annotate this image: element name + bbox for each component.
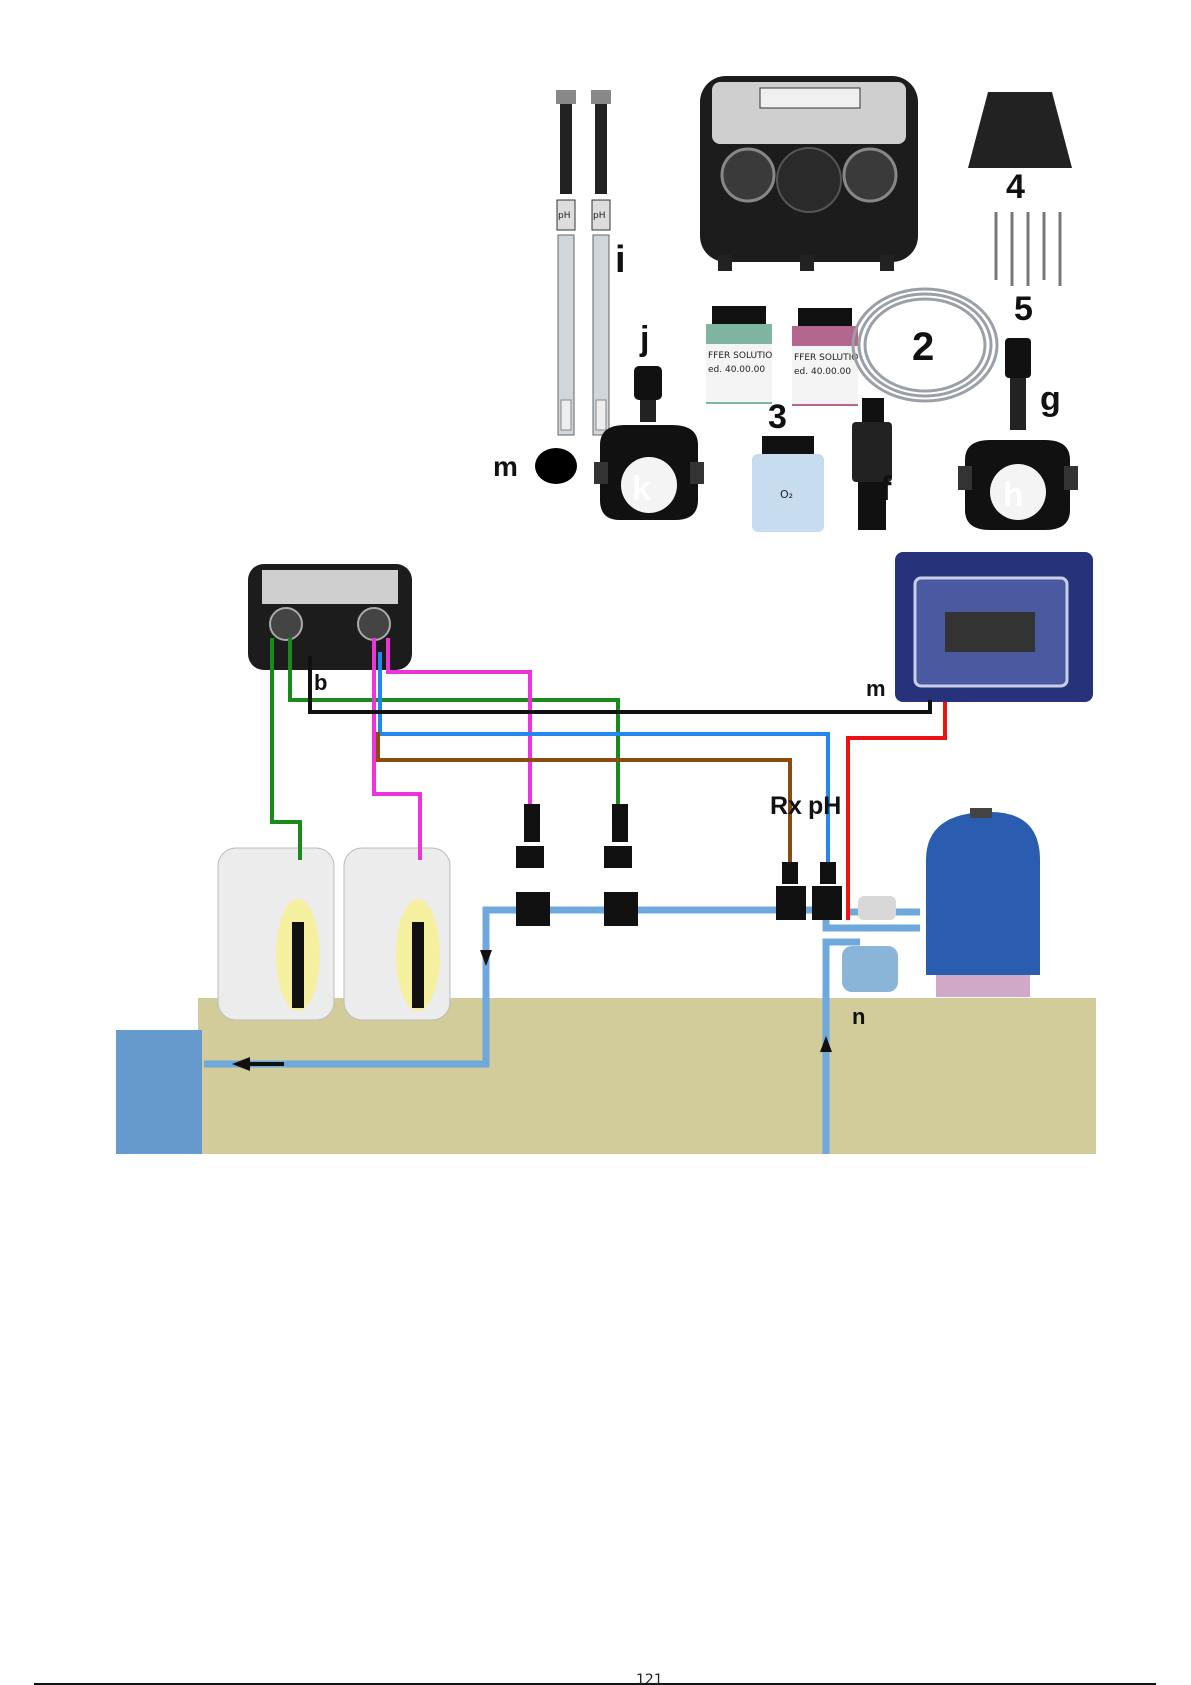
label-g: g [1040,380,1061,418]
probe-holder-rx [776,862,806,920]
label-b: b [314,670,327,695]
label-2: 2 [912,325,934,369]
installation-scheme: b m Rx pH n [116,552,1096,1154]
chemical-tank-left [218,848,334,1020]
electrode-ph: pH [556,90,576,435]
label-ph: pH [808,792,841,820]
kit-components: pH pH i m j k [493,76,1078,532]
svg-text:pH: pH [558,211,570,221]
electrical-panel [895,552,1093,702]
screws-and-plugs [996,212,1060,286]
buffer-bottle-green: FFER SOLUTIO ed. 40.00.00 [706,306,772,404]
label-3: 3 [768,398,787,436]
ground [198,998,1096,1154]
pool-water [116,1030,202,1154]
label-h: h [1003,476,1024,514]
injector-f [852,398,892,530]
injector-2 [604,804,638,926]
label-m-top: m [493,451,518,482]
dosing-pump-unit [700,76,918,271]
oxygen-bottle: O₂ [752,436,824,532]
svg-text:ed. 40.00.00: ed. 40.00.00 [794,367,851,377]
svg-text:O₂: O₂ [780,488,793,501]
cap [535,448,577,484]
blue-ph-line [380,652,828,862]
label-rx: Rx [770,792,802,820]
label-k: k [632,470,651,508]
label-5: 5 [1014,290,1033,328]
wall-plate [968,92,1072,168]
label-f: f [880,470,892,508]
svg-text:ed. 40.00.00: ed. 40.00.00 [708,365,765,375]
electrode-rx: pH [591,90,611,435]
svg-text:pH: pH [593,211,605,221]
chemical-tank-right [344,848,450,1020]
injector-1 [516,804,550,926]
probe-holder-ph [812,862,842,920]
label-j: j [639,320,649,358]
svg-text:FFER SOLUTIO: FFER SOLUTIO [794,353,858,363]
sand-filter [926,808,1040,997]
label-4: 4 [1006,168,1025,206]
brown-rx-line [378,732,790,862]
page-number: 121 [636,1672,663,1685]
magenta-dosing-line [374,638,530,860]
label-n: n [852,1004,865,1029]
label-m-bottom: m [866,676,886,701]
buffer-bottle-pink: FFER SOLUTIO ed. 40.00.00 [792,308,858,406]
label-i: i [615,239,626,281]
svg-text:FFER SOLUTIO: FFER SOLUTIO [708,351,772,361]
